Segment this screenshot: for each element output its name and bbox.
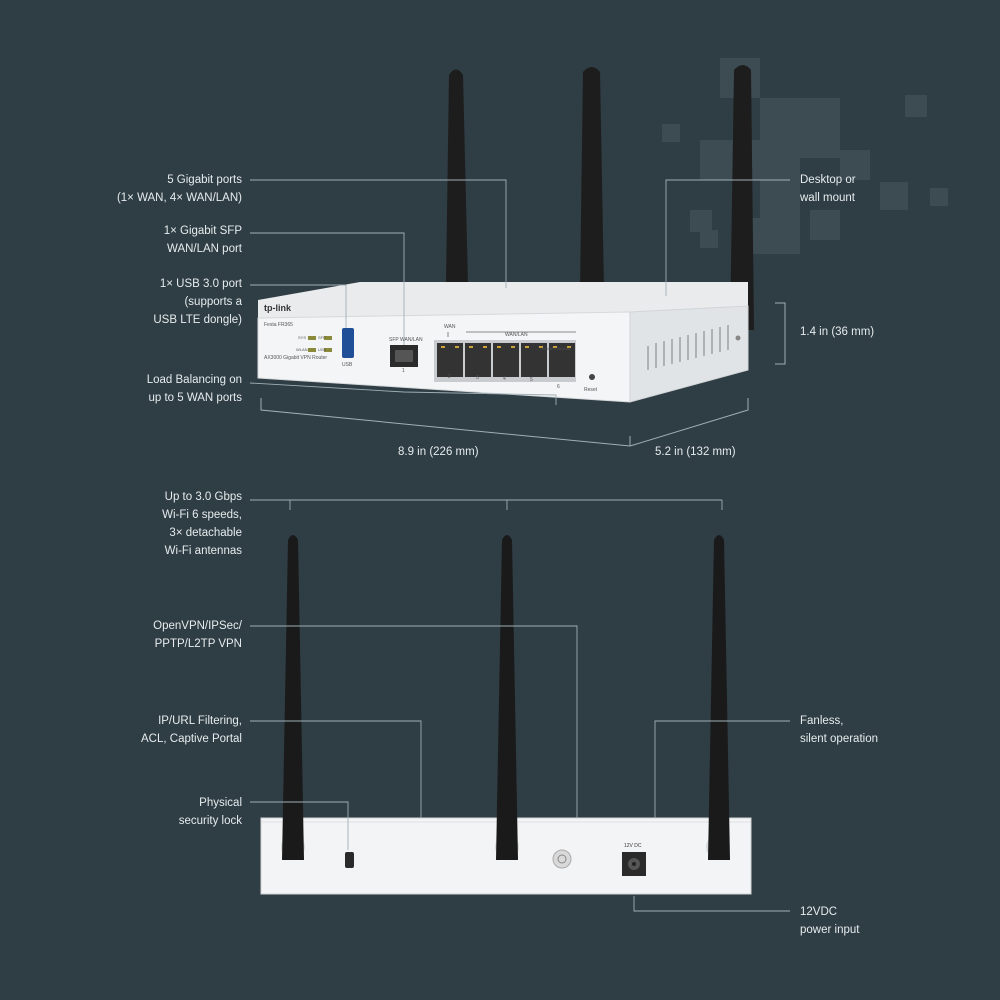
led-label-usb: USB <box>318 347 327 352</box>
led-label-wlan: WLAN <box>296 347 308 352</box>
callout-gigabit-ports: 5 Gigabit ports (1× WAN, 4× WAN/LAN) <box>116 174 242 204</box>
device-logo: tp-link <box>264 303 291 313</box>
router-top-view <box>257 282 749 403</box>
top-antennas <box>446 65 754 330</box>
callout-fanless: Fanless, silent operation <box>800 715 878 745</box>
usb-label: USB <box>342 362 353 368</box>
callout-filtering: IP/URL Filtering, ACL, Captive Portal <box>141 715 242 745</box>
ground-screw <box>552 849 572 869</box>
port-number-2: 2 <box>448 374 451 380</box>
top-leader-lines <box>249 179 790 405</box>
led-label-sfp: SFP <box>318 335 326 340</box>
security-lock-slot <box>345 852 354 868</box>
callout-security-lock: Physical security lock <box>178 797 242 827</box>
wan-label: WAN <box>444 324 456 330</box>
antenna-bracket <box>250 499 723 510</box>
dc-label: 12V DC <box>624 843 642 849</box>
device-description: AX3000 Gigabit VPN Router <box>264 355 328 361</box>
rear-antennas <box>282 535 730 860</box>
dimension-height: 1.4 in (36 mm) <box>800 326 875 338</box>
callout-wifi-antennas: Up to 3.0 Gbps Wi-Fi 6 speeds, 3× detach… <box>162 491 242 557</box>
port-number-3: 3 <box>476 375 479 381</box>
reset-label: Reset <box>584 387 598 393</box>
antenna-left <box>446 69 468 285</box>
led-label-sys: SYS <box>298 335 307 340</box>
wan-lan-label: WAN/LAN <box>505 332 528 338</box>
rear-leader-lines <box>250 625 790 912</box>
dimension-depth: 5.2 in (132 mm) <box>655 446 736 458</box>
dimension-width: 8.9 in (226 mm) <box>398 446 479 458</box>
callout-vpn: OpenVPN/IPSec/ PPTP/L2TP VPN <box>153 620 242 650</box>
pixel-pattern-decoration <box>662 58 948 254</box>
antenna-middle <box>580 67 604 290</box>
speed-label: 1000M 100/10M <box>541 346 570 351</box>
callout-usb-port: 1× USB 3.0 port (supports a USB LTE dong… <box>153 278 242 326</box>
callout-sfp-port: 1× Gigabit SFP WAN/LAN port <box>163 225 242 255</box>
ethernet-ports <box>434 340 576 382</box>
dimension-lines <box>260 302 786 447</box>
callout-mounting: Desktop or wall mount <box>800 174 856 204</box>
sfp-number: 1 <box>402 368 405 374</box>
port-number-4: 4 <box>503 376 506 382</box>
callout-power-input: 12VDC power input <box>800 906 860 936</box>
usb-port <box>342 328 354 358</box>
reset-button <box>589 374 595 380</box>
sfp-label: SFP WAN/LAN <box>389 337 423 343</box>
port-number-5: 5 <box>530 377 533 383</box>
port-number-6: 6 <box>557 384 560 390</box>
callout-load-balancing: Load Balancing on up to 5 WAN ports <box>146 374 242 404</box>
antenna-right <box>730 65 754 330</box>
device-model: Festa FR365 <box>264 322 293 328</box>
